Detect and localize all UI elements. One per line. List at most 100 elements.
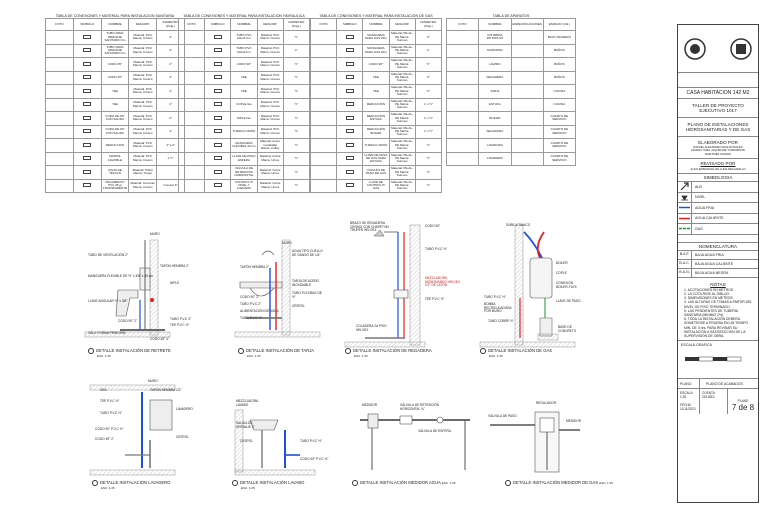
fitting-symbol-icon xyxy=(83,102,92,107)
detail-label: TUBO P.V.C ½" xyxy=(425,247,448,251)
nomenclatura-title: NOMENCLATURA xyxy=(678,243,758,251)
detail-scale: ESC. 1:25 xyxy=(97,354,111,358)
detail-retrete xyxy=(84,239,171,338)
detail-label: MEDIDOR xyxy=(566,419,582,423)
nomenclatura-row: B.A.F.BAJA AGUA FRIA xyxy=(678,250,758,260)
fitting-symbol-icon xyxy=(83,61,92,66)
nombre-cell: CISTERNA ROTOPLAS xyxy=(478,30,512,45)
detail-label: NIPLE xyxy=(170,281,180,285)
nombre-cell: TUBO PVC AGUA 6 m xyxy=(230,30,258,45)
symbol-cell xyxy=(336,43,364,58)
fitting-symbol-icon xyxy=(345,115,354,120)
legend-row: ALB xyxy=(678,181,758,193)
table-title: TABLA DE CONEXIONES Y MATERIAL PARA INST… xyxy=(183,14,305,18)
agua-fria-line-icon xyxy=(678,202,692,214)
detail-label: TUBO P.V.C ½" xyxy=(100,411,123,415)
university-seal-icon xyxy=(684,37,706,60)
symbol-cell xyxy=(204,178,232,193)
detail-number-circle xyxy=(92,480,98,486)
detail-label: LAVADERO xyxy=(176,407,193,411)
fitting-symbol-icon xyxy=(213,61,222,66)
fitting-symbol-icon xyxy=(83,115,92,120)
fitting-symbol-icon xyxy=(213,115,222,120)
fitting-symbol-icon xyxy=(213,34,222,39)
fitting-symbol-icon xyxy=(213,169,222,174)
nomenclatura-value: BAJA AGUA CALIENTE xyxy=(695,261,734,266)
legend-label: ALB xyxy=(695,184,702,189)
table-title: TABLA DE APARATOS xyxy=(492,14,530,18)
detail-lavadero xyxy=(89,384,176,476)
table-title: TABLA DE CONEXIONES Y MATERIAL PARA INST… xyxy=(319,14,433,18)
fitting-symbol-icon xyxy=(213,142,222,147)
detail-label: CONEXIÓN BOILER-FLEX xyxy=(556,281,577,289)
diam-cell: ¾" xyxy=(414,43,443,58)
table-header-cell: DESCRIP. xyxy=(128,18,158,31)
revisado-name: ALDO EMMANUEL DE LUNA DELGADILLO xyxy=(678,166,758,175)
detail-label: CODO 90° 2" xyxy=(118,319,138,323)
diam-cell: ¾ x ½" xyxy=(414,97,443,112)
table-header-cell: DIAMETRO (Pulg.) xyxy=(282,18,311,31)
escala-label: ESCALA xyxy=(680,391,693,396)
nombre-cell: VÁLVULA DE RETENCIÓN HORIZONTAL xyxy=(230,165,258,180)
detail-title: DETALLE INSTALACIÓN DE RETRETE xyxy=(96,348,171,354)
detail-title: DETALLE INSTALACIÓN MEDIDOR DE GAS xyxy=(513,480,599,486)
detail-number-circle xyxy=(352,480,358,486)
detail-scale: ESC. 1:25 xyxy=(241,486,255,490)
sheet-number: 7 de 8 xyxy=(731,403,755,413)
fitting-symbol-icon xyxy=(83,142,92,147)
detail-tarja xyxy=(234,239,321,338)
fitting-symbol-icon xyxy=(345,183,354,188)
detail-label: TUBO P.V.C 4" xyxy=(170,317,192,321)
nombre-cell: MANGUERA PARA GAS 20m xyxy=(362,43,390,58)
nombre-cell: MANGUERA FLEXIBLE 40 cm xyxy=(230,138,258,153)
table-header-cell: NOMBRE xyxy=(100,18,130,31)
fitting-symbol-icon xyxy=(345,156,354,161)
detail-title: DETALLE INSTALACIÓN MEDIDOR AGUA xyxy=(360,480,441,486)
fitting-symbol-icon xyxy=(345,48,354,53)
revisado-title: REVISADO POR xyxy=(700,161,736,167)
detail-title: DETALLE INSTALACIÓN LAVADERO xyxy=(100,480,171,486)
detail-label: TUBO FLEXIBLE DE ½" xyxy=(292,291,322,299)
detail-label: CODO 90° P.V.C ½" xyxy=(300,457,329,461)
plan-name: PLANO DE INSTALACIONES HIDROSANITARIAS Y… xyxy=(678,118,758,137)
detail-label: SUBE A TINACO xyxy=(506,223,531,227)
table-header-cell: FOTO xyxy=(445,18,480,31)
diam-cell: ½" xyxy=(282,178,311,193)
fitting-symbol-icon xyxy=(83,183,92,188)
detail-scale: ESC. 1:25 xyxy=(599,481,613,486)
descrip-cell: Material: PE-AL-PE Marca: Surman xyxy=(388,124,416,139)
north-arrow-icon xyxy=(678,181,692,193)
espacio-cell: BAÑOS xyxy=(542,43,577,58)
details-drawing xyxy=(84,224,580,476)
nota-item: 1. ACOTACIONES EN METROS. xyxy=(684,287,735,292)
nomenclatura-key: B.A.C. xyxy=(678,259,692,269)
fitting-symbol-icon xyxy=(83,156,92,161)
legend-row: GAS xyxy=(678,223,758,235)
detail-label: COLADERA 2A PISO HELVEX xyxy=(356,324,387,332)
fitting-symbol-icon xyxy=(213,48,222,53)
detail-label: TAPÓN HEMBRA 2" xyxy=(160,264,189,268)
detail-scale: ESC. 1:25 xyxy=(354,354,368,358)
nomenclatura-value: BAJA AGUA FRIA xyxy=(695,252,724,257)
fitting-symbol-icon xyxy=(83,169,92,174)
legend-label: NIVEL xyxy=(695,195,706,200)
plano-row: PLANO PLANO DE ACABADOS xyxy=(678,378,758,390)
